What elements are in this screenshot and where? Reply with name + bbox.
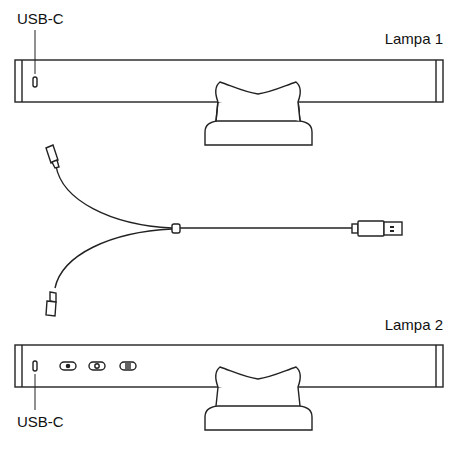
lamp-bar	[15, 30, 443, 145]
part-label: Lampa 2	[384, 316, 444, 334]
part-label: USB-C	[16, 10, 65, 28]
y-cable	[46, 145, 402, 316]
part-label: USB-C	[16, 413, 65, 431]
lamp-bar	[15, 345, 443, 430]
part-label: Lampa 1	[384, 30, 444, 48]
